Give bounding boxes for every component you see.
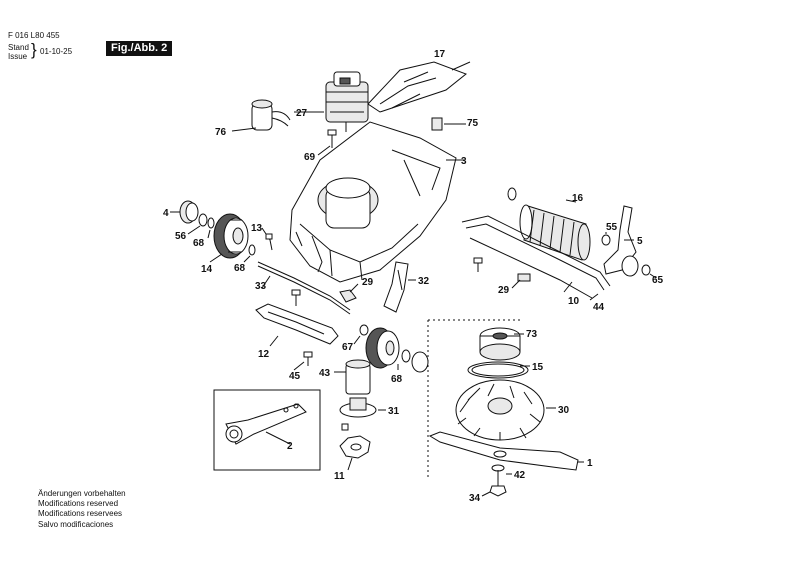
part-number-16: 16	[572, 193, 584, 204]
part-number-67: 67	[342, 342, 354, 353]
part-16-roller	[507, 187, 591, 261]
part-12-flap	[255, 303, 339, 347]
part-number-13: 13	[251, 223, 263, 234]
part-5-lever	[601, 205, 657, 279]
part-2-wrench	[213, 389, 321, 471]
part-69-screw	[317, 129, 337, 156]
part-67-washer	[353, 324, 369, 345]
part-76-capacitor	[231, 99, 291, 132]
part-number-76: 76	[215, 127, 227, 138]
part-number-29-pin: 29	[362, 277, 374, 288]
stand-label: Stand	[8, 43, 29, 52]
part-29-pin	[291, 283, 359, 306]
part-number-43: 43	[319, 368, 331, 379]
part-number-15: 15	[532, 362, 544, 373]
note-german: Änderungen vorbehalten	[38, 489, 126, 498]
part-1-blade	[428, 431, 584, 471]
part-number-32: 32	[418, 276, 430, 287]
part-number-56: 56	[175, 231, 187, 242]
part-32-bracket	[383, 261, 416, 313]
part-15-belt	[467, 361, 530, 379]
part-number-65: 65	[652, 275, 664, 286]
part-45-screw	[293, 351, 313, 371]
part-4-hub-cap	[170, 200, 215, 239]
part-number-30: 30	[558, 405, 570, 416]
part-number-17: 17	[434, 49, 446, 60]
part-number-69: 69	[304, 152, 316, 163]
part-42-washer	[491, 464, 512, 475]
part-number-11: 11	[334, 471, 345, 482]
part-73-pulley	[479, 327, 524, 361]
modification-notes: Änderungen vorbehalten Modifications res…	[38, 489, 126, 530]
part-number-73: 73	[526, 329, 538, 340]
note-spanish: Salvo modificaciones	[38, 519, 114, 529]
part-number-55: 55	[606, 222, 618, 233]
part-number-34: 34	[469, 493, 481, 504]
part-number-2: 2	[287, 441, 293, 452]
part-43-coupling	[334, 359, 371, 395]
part-number-12: 12	[258, 349, 270, 360]
note-french: Modifications reservees	[38, 509, 123, 519]
part-number-1: 1	[587, 458, 593, 469]
part-10-frame	[461, 215, 611, 301]
part-number-44: 44	[593, 302, 605, 313]
part-11-washer	[339, 423, 371, 471]
part-number-14: 14	[201, 264, 213, 275]
part-number-42: 42	[514, 470, 526, 481]
part-68-rear-wheel	[365, 327, 429, 373]
part-29-clip	[511, 273, 531, 289]
part-33-axle	[257, 261, 351, 315]
issue-label: Issue	[8, 52, 28, 61]
part-3-housing	[289, 121, 464, 283]
part-number-5: 5	[637, 236, 643, 247]
brace: }	[31, 40, 37, 59]
part-number-68-washer: 68	[234, 263, 246, 274]
part-number-10: 10	[568, 296, 580, 307]
part-number-27: 27	[296, 108, 308, 119]
part-31-fan-base	[339, 397, 386, 418]
frame-screw	[473, 257, 483, 264]
part-number-68-rear-wheel: 68	[391, 374, 403, 385]
part-number-45: 45	[289, 371, 301, 382]
part-17-deflector	[367, 61, 471, 113]
part-number-3: 3	[461, 156, 467, 167]
note-english: Modifications reserved	[38, 499, 119, 509]
part-68-washer	[243, 244, 256, 263]
part-13-pin	[261, 227, 273, 251]
part-30-fan	[455, 379, 556, 441]
part-75-clip	[431, 117, 466, 131]
document-code: F 016 L80 455	[8, 31, 60, 40]
part-27-motor	[294, 71, 369, 132]
part-number-33: 33	[255, 281, 267, 292]
part-number-31: 31	[388, 406, 400, 417]
figure-label: Fig./Abb. 2	[106, 41, 173, 56]
part-number-75: 75	[467, 118, 479, 129]
issue-date: 01-10-25	[40, 47, 73, 56]
part-34-bolt	[481, 470, 507, 497]
part-14-wheel	[209, 213, 249, 263]
part-number-29-clip: 29	[498, 285, 510, 296]
part-number-68-hub: 68	[193, 238, 205, 249]
part-number-4: 4	[163, 208, 169, 219]
